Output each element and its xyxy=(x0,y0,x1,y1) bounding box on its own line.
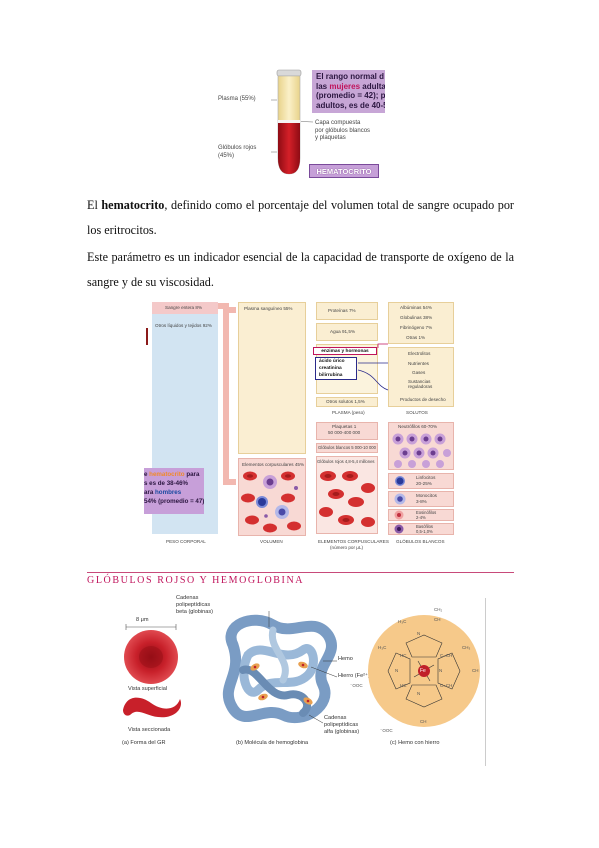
red-cells-label: Glóbulos rojos (45%) xyxy=(218,145,257,159)
nitrogen-2: N xyxy=(439,668,443,673)
plasma-label: Plasma (55%) xyxy=(218,96,256,102)
hematocrit-badge: HEMATOCRITO xyxy=(309,164,379,178)
hc-label-1: HC xyxy=(400,653,407,658)
basophils-percent: 0,5-1,0% xyxy=(416,529,433,534)
proteins-label: Proteínas 7% xyxy=(328,308,356,313)
white-cells-count-label: Glóbulos blancos 5 000-10 000 xyxy=(318,445,376,450)
regulators-label-2: reguladoras xyxy=(408,384,433,389)
red-cell-size: 8 μm xyxy=(136,617,149,623)
lymphocytes-percent: 20-25% xyxy=(416,481,432,486)
other-proteins-label: Otras 1% xyxy=(406,335,426,340)
paragraph-hematocrit-importance: Este parámetro es un indicador esencial … xyxy=(87,250,514,289)
hematocrit-note-box: e hematocrito para s es de 38-46% ara ho… xyxy=(144,468,204,514)
solutes-footer: SOLUTOS xyxy=(406,410,428,415)
buffy-coat-label: Capa compuesta por glóbulos blancos y pl… xyxy=(315,120,371,141)
vinyl-label: CH₂ xyxy=(434,607,443,612)
platelets-label: Plaquetas 1 xyxy=(332,424,357,429)
hc-label-2: HC xyxy=(400,683,407,688)
whole-blood-label: Sangre entera 8% xyxy=(165,305,203,310)
red-cell-illustration xyxy=(123,624,182,718)
waste-products-label: Productos de desecho xyxy=(400,397,446,402)
nutrients-label: Nutrientes xyxy=(408,361,429,366)
enzymes-hormones-label: enzimas y hormonas xyxy=(313,347,377,355)
double-bond-label-1: C=CH xyxy=(440,653,453,658)
hematocrit-tube-figure: Plasma (55%) Capa compuesta por glóbulos… xyxy=(215,66,385,184)
electrolytes-label: Electrolitos xyxy=(408,351,431,356)
iron-symbol: Fe xyxy=(420,668,426,674)
blood-composition-figure: Sangre entera 8% Otros líquidos y tejido… xyxy=(144,298,466,553)
ch-label-2: CH xyxy=(472,668,479,673)
hematocrit-range-callout: El rango normal d las mujeres adulta (pr… xyxy=(312,70,385,113)
albumins-label: Albúminas 54% xyxy=(400,305,432,310)
body-weight-footer: PESO CORPORAL xyxy=(166,539,206,544)
other-fluids-label: Otros líquidos y tejidos 92% xyxy=(155,323,212,328)
eosinophils-label: Eosinófilos xyxy=(416,510,437,515)
nitrogen-1: N xyxy=(417,631,421,636)
methyl-label-3: CH₃ xyxy=(462,645,471,650)
section-view-label: Vista seccionada xyxy=(128,727,171,733)
section-divider xyxy=(87,572,514,573)
carboxyl-label-1: ⁻OOC xyxy=(350,683,363,688)
platelets-count: 50 000-400 000 xyxy=(328,430,361,435)
formed-elements-footer: ELEMENTOS CORPUSCULARES xyxy=(318,539,389,544)
heme-label: Hemo xyxy=(338,656,353,662)
regulators-label-1: Sustancias xyxy=(408,379,431,384)
caption-c: (c) Hemo con hierro xyxy=(390,740,440,746)
gases-label: Gases xyxy=(412,370,426,375)
plasma-volume-label: Plasma sanguíneo 55% xyxy=(244,306,293,311)
double-bond-label-2: C=CH xyxy=(440,683,453,688)
hemoglobin-molecule-illustration xyxy=(222,611,338,724)
caption-a: (a) Forma del GR xyxy=(122,740,166,746)
test-tube-illustration xyxy=(271,69,314,175)
neutrophils-illustration xyxy=(392,433,451,468)
volume-footer: VOLUMEN xyxy=(260,539,283,544)
carboxyl-label-2: ⁻OOC xyxy=(380,728,393,733)
iron-label: Hierro (Fe²⁺) xyxy=(338,673,370,679)
monocytes-label: Monocitos xyxy=(416,493,437,498)
hemoglobin-figure: 8 μm Vista superficial Vista seccionada … xyxy=(118,595,488,766)
section-title: GLÓBULOS ROJSO Y HEMOGLOBINA xyxy=(87,575,305,586)
blood-cells-illustration xyxy=(241,471,301,533)
paragraph-hematocrit-definition: El hematocrito, definido como el porcent… xyxy=(87,198,514,237)
other-solutes-label: Otros solutos 1,5% xyxy=(326,399,365,404)
ch-label-3: CH xyxy=(420,719,427,724)
plasma-weight-footer: PLASMA (peso) xyxy=(332,410,365,415)
nitrogen-4: N xyxy=(395,668,399,673)
methyl-label-1: H₃C xyxy=(398,619,407,624)
white-cells-footer: GLÓBULOS BLANCOS xyxy=(396,539,445,544)
heme-group-illustration xyxy=(368,615,480,727)
nitrogen-3: N xyxy=(417,691,421,696)
globulins-label: Globulinas 38% xyxy=(400,315,433,320)
lymphocytes-label: Linfocitos xyxy=(416,475,436,480)
monocytes-percent: 3-8% xyxy=(416,499,427,504)
methyl-label-2: H₃C xyxy=(378,645,387,650)
red-cells-count-label: Glóbulos rojos 4,8-5,4 millones xyxy=(317,459,375,464)
plasma-volume-box xyxy=(238,302,306,454)
formed-elements-footer-units: (número por μL) xyxy=(330,545,364,550)
eosinophils-percent: 2-4% xyxy=(416,515,426,520)
water-label: Agua 91,5% xyxy=(330,329,356,334)
formed-elements-label: Elementos corpusculares 45% xyxy=(242,462,305,467)
red-cells-illustration xyxy=(319,471,375,527)
caption-b: (b) Molécula de hemoglobina xyxy=(236,740,309,746)
waste-solutes-box: ácido úrico creatinina bilirrubina xyxy=(315,357,357,380)
ch-label-1: CH xyxy=(434,617,441,622)
neutrophils-label: Neutrófilos 60-70% xyxy=(398,424,438,429)
basophils-label: Basófilos xyxy=(416,524,433,529)
top-view-label: Vista superficial xyxy=(128,686,168,692)
fibrinogen-label: Fibrinógeno 7% xyxy=(400,325,433,330)
